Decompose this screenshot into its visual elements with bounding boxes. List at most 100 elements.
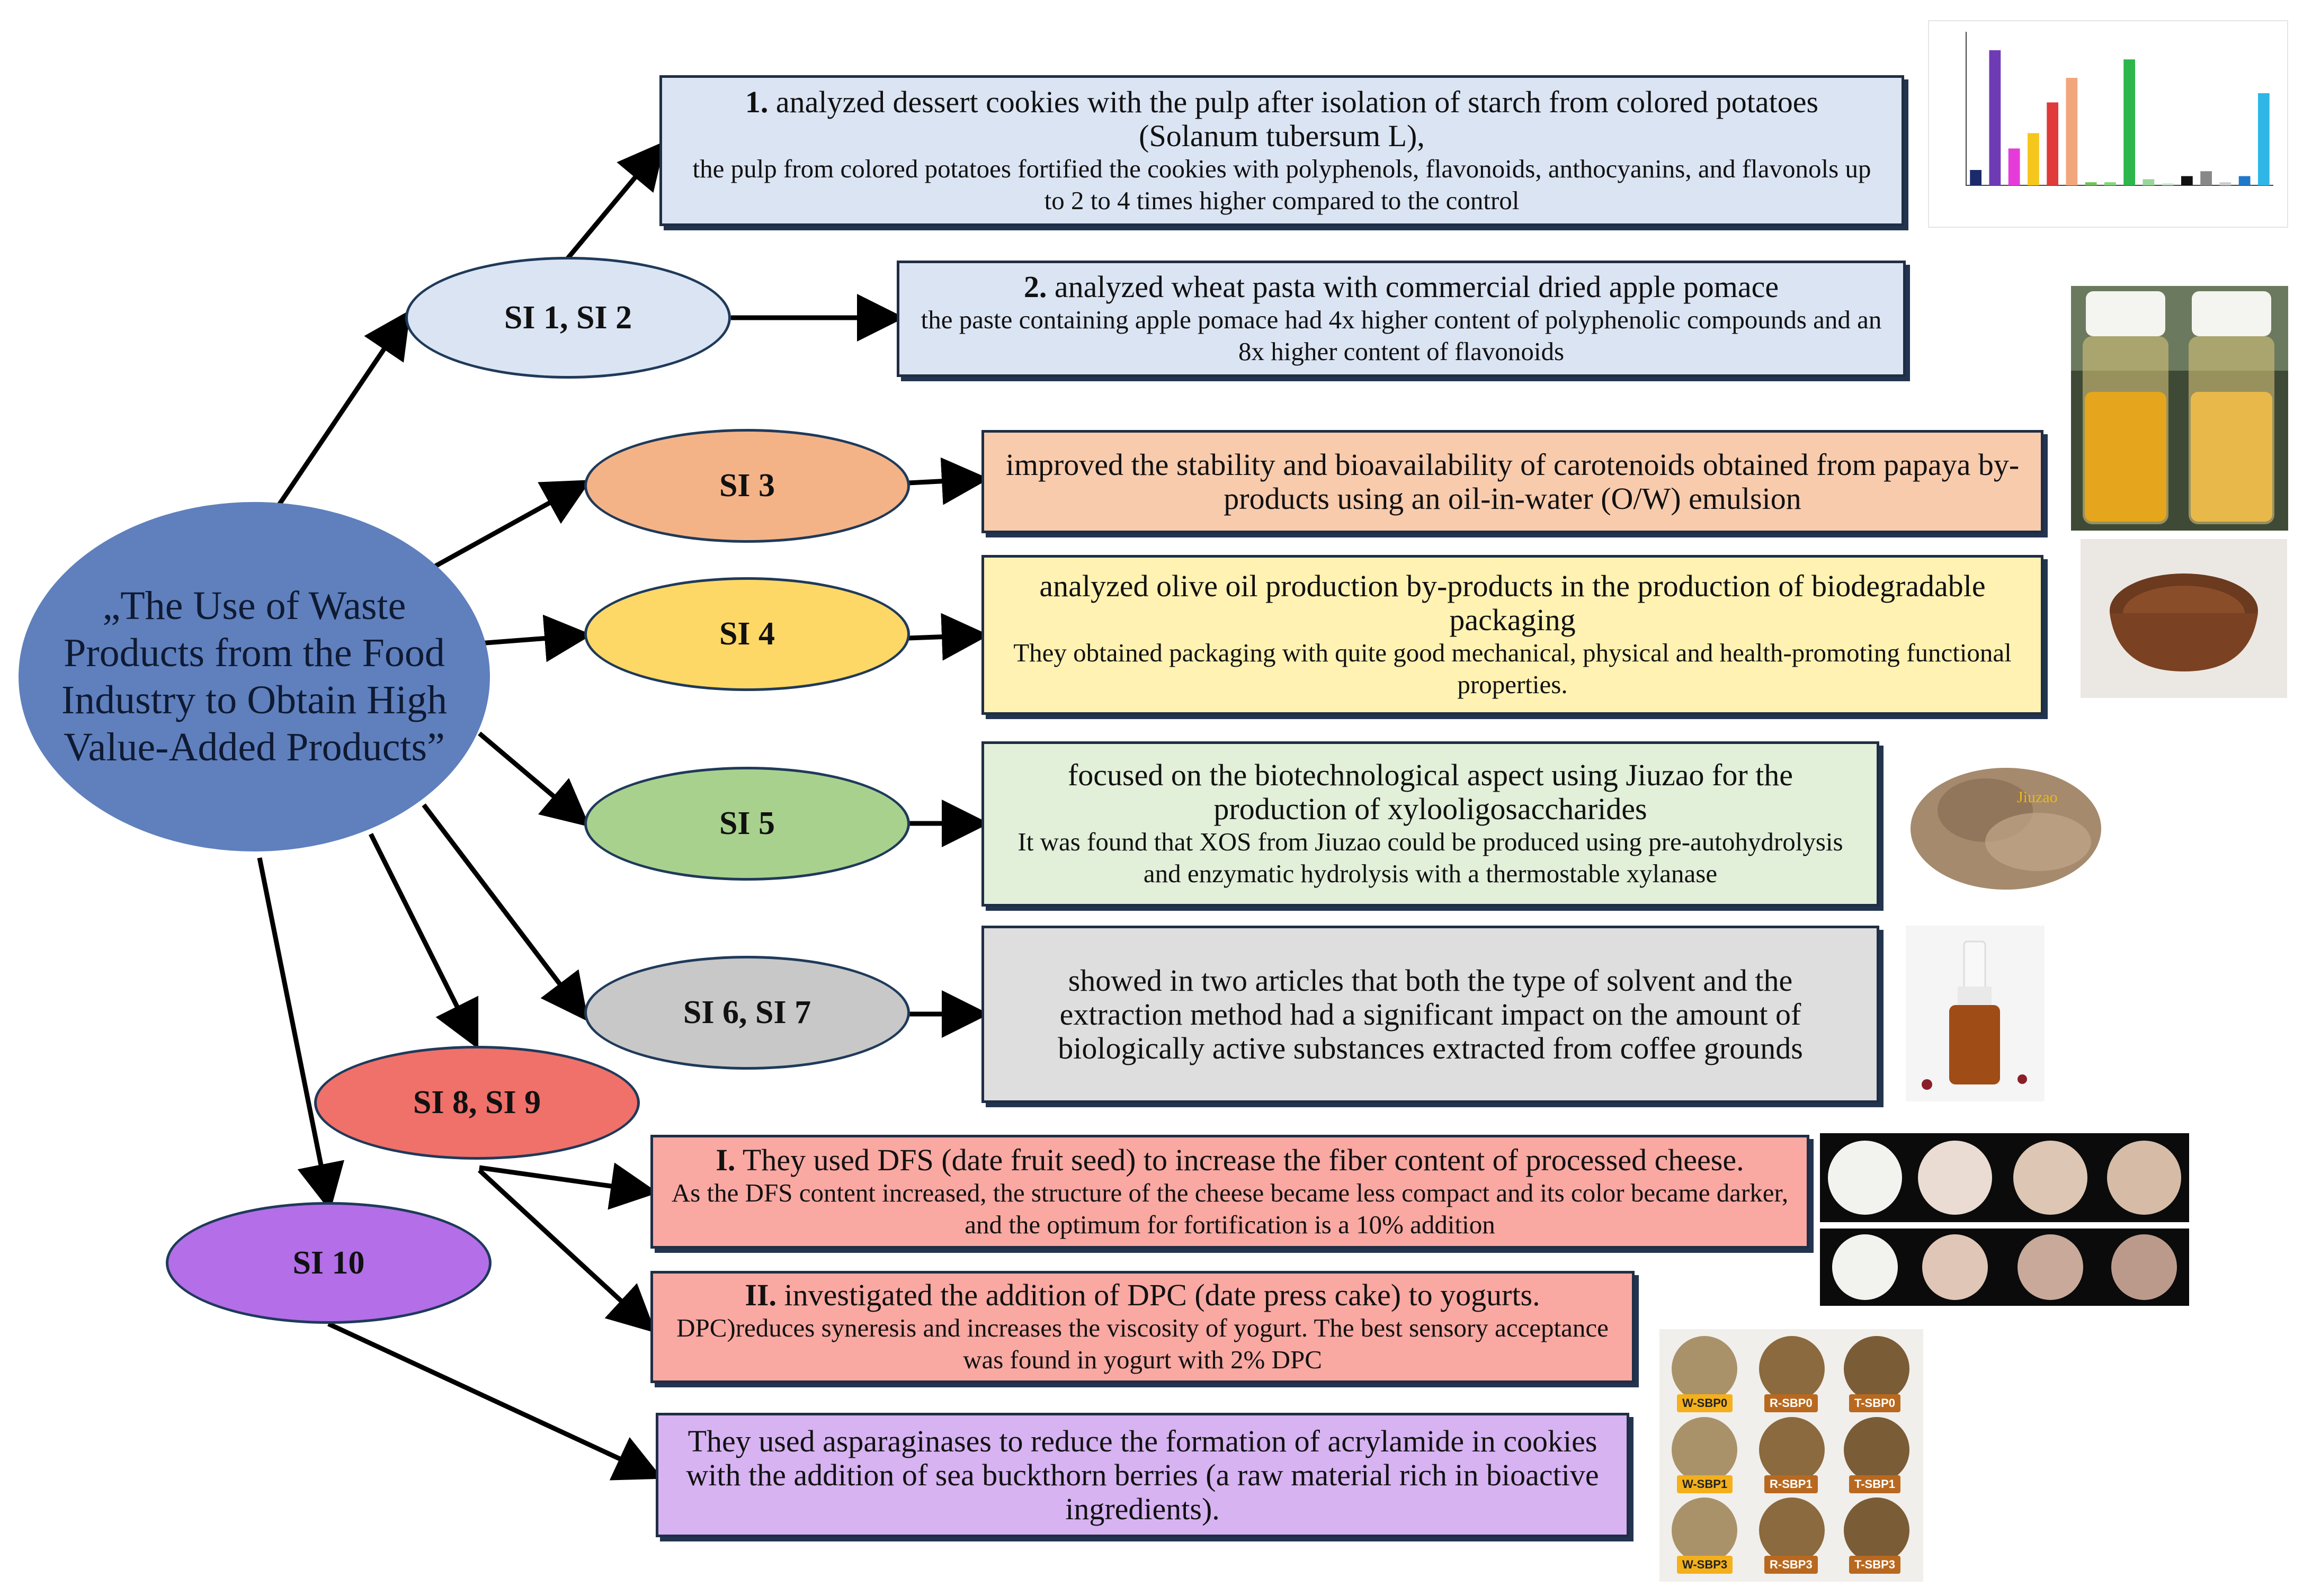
cookie-sample-label: W-SBP3 xyxy=(1677,1556,1733,1574)
node-si3: SI 3 xyxy=(584,429,910,543)
mini-chart-bar xyxy=(2162,183,2174,185)
arrow-si12-b1 xyxy=(565,141,666,261)
box-si8-detail: As the DFS content increased, the struct… xyxy=(671,1178,1789,1239)
mini-chart-bar xyxy=(2123,59,2135,185)
box-si6-coffee: showed in two articles that both the typ… xyxy=(981,926,1879,1103)
box-si3-papaya: improved the stability and bioavailabili… xyxy=(981,430,2043,533)
arrow-main-si3 xyxy=(409,480,591,582)
node-si5: SI 5 xyxy=(584,767,910,881)
arrow-si89-b9 xyxy=(477,1168,656,1333)
mini-chart-bar xyxy=(2104,182,2116,185)
cookie-sample-label: W-SBP1 xyxy=(1677,1475,1733,1493)
photo-cheese-cups-bottom xyxy=(1820,1229,2189,1306)
cookie-sample xyxy=(1672,1336,1737,1402)
box-si1-heading: 1. analyzed dessert cookies with the pul… xyxy=(683,85,1880,153)
bowl-illustration xyxy=(2081,539,2287,698)
photo-jiuzao: Jiuzao xyxy=(1906,731,2106,892)
mini-chart-bar xyxy=(2008,148,2020,185)
mini-bar-chart-svg xyxy=(1966,32,2273,186)
node-si10: SI 10 xyxy=(166,1202,492,1324)
arrow-main-si10 xyxy=(257,857,345,1212)
mini-chart-bar xyxy=(2047,102,2058,185)
cookie-sample xyxy=(1759,1417,1825,1483)
arrow-main-si67 xyxy=(422,803,588,1022)
mini-chart-bar xyxy=(2085,182,2097,185)
box-si10-asparaginase: They used asparaginases to reduce the fo… xyxy=(656,1413,1629,1537)
cheese-cups-bottom-illustration xyxy=(1820,1229,2189,1306)
cookie-sample-label: T-SBP0 xyxy=(1849,1394,1901,1412)
box-si9-heading-text: investigated the addition of DPC (date p… xyxy=(784,1278,1540,1312)
photo-olive-packaging-bowl xyxy=(2081,539,2287,698)
mini-chart-bar xyxy=(2028,133,2039,185)
photo-papaya-emulsion-vials xyxy=(2071,286,2288,531)
box-si9-yogurt: II. investigated the addition of DPC (da… xyxy=(650,1271,1635,1383)
box-si9-number: II. xyxy=(745,1278,777,1312)
cookie-sample xyxy=(1844,1336,1909,1402)
cookie-sample xyxy=(1759,1498,1825,1563)
mini-chart-bar xyxy=(1989,50,2001,185)
box-si2-heading-text: analyzed wheat pasta with commercial dri… xyxy=(1054,270,1779,304)
box-si2-pasta: 2. analyzed wheat pasta with commercial … xyxy=(897,261,1906,377)
cookie-sample-label: T-SBP1 xyxy=(1849,1475,1901,1493)
box-si3-text: improved the stability and bioavailabili… xyxy=(1005,447,2020,516)
cookie-sample-label: W-SBP0 xyxy=(1677,1394,1733,1412)
box-si10-text: They used asparaginases to reduce the fo… xyxy=(686,1423,1599,1526)
node-si4: SI 4 xyxy=(584,577,910,691)
arrow-main-si5 xyxy=(478,731,590,827)
mini-chart-bar xyxy=(2219,182,2231,185)
arrow-si3-b3 xyxy=(908,457,989,505)
jiuzao-photo-label: Jiuzao xyxy=(2017,788,2058,806)
arrow-main-si4 xyxy=(479,614,592,662)
node-si3-label: SI 3 xyxy=(719,468,775,504)
figure-polyphenol-bar-chart xyxy=(1928,20,2288,228)
central-topic-text: „The Use of Waste Products from the Food… xyxy=(61,584,448,769)
box-si4-detail: They obtained packaging with quite good … xyxy=(1013,638,2012,699)
box-si2-heading: 2. analyzed wheat pasta with commercial … xyxy=(1024,270,1779,304)
vials-illustration xyxy=(2071,286,2288,531)
box-si2-detail: the paste containing apple pomace had 4x… xyxy=(921,305,1882,366)
box-si6-text: showed in two articles that both the typ… xyxy=(1058,963,1803,1065)
node-si6-si7-label: SI 6, SI 7 xyxy=(683,994,811,1030)
box-si9-heading: II. investigated the addition of DPC (da… xyxy=(745,1278,1540,1312)
box-si5-jiuzao: focused on the biotechnological aspect u… xyxy=(981,741,1879,907)
node-si10-label: SI 10 xyxy=(292,1244,365,1281)
central-topic-node: „The Use of Waste Products from the Food… xyxy=(19,502,490,851)
cookie-sample-label: R-SBP0 xyxy=(1764,1394,1818,1412)
box-si8-number: I. xyxy=(716,1142,736,1177)
cookie-sample-label: T-SBP3 xyxy=(1849,1556,1901,1574)
arrow-si89-b8 xyxy=(479,1162,658,1210)
arrow-si10-b10 xyxy=(327,1321,663,1481)
box-si4-olive: analyzed olive oil production by-product… xyxy=(981,555,2043,715)
node-si8-si9: SI 8, SI 9 xyxy=(314,1046,640,1160)
node-si4-label: SI 4 xyxy=(719,616,775,652)
cookie-sample xyxy=(1672,1417,1737,1483)
arrow-main-si89 xyxy=(368,832,479,1050)
box-si1-number: 1. xyxy=(745,84,769,119)
cookie-sample xyxy=(1759,1336,1825,1402)
box-si8-heading-text: They used DFS (date fruit seed) to incre… xyxy=(742,1142,1744,1177)
mini-chart-bar xyxy=(2181,176,2193,185)
bottle-illustration xyxy=(1906,926,2045,1101)
photo-coffee-extract-bottle xyxy=(1906,926,2045,1101)
cookie-sample xyxy=(1844,1498,1909,1563)
mini-chart-bar xyxy=(2258,93,2270,185)
cookie-sample-label: R-SBP3 xyxy=(1764,1556,1818,1574)
cookie-sample-label: R-SBP1 xyxy=(1764,1475,1818,1493)
box-si5-detail: It was found that XOS from Jiuzao could … xyxy=(1017,827,1843,888)
cookie-sample xyxy=(1844,1417,1909,1483)
arrow-si4-b4 xyxy=(908,613,989,661)
cookie-sample xyxy=(1672,1498,1737,1563)
mini-chart-bar xyxy=(1970,170,1981,185)
node-si8-si9-label: SI 8, SI 9 xyxy=(413,1084,541,1120)
box-si2-number: 2. xyxy=(1023,270,1047,304)
mini-chart-bar xyxy=(2066,78,2078,185)
box-si9-detail: DPC)reduces syneresis and increases the … xyxy=(676,1313,1609,1374)
cheese-cups-illustration xyxy=(1820,1133,2189,1222)
box-si1-detail: the pulp from colored potatoes fortified… xyxy=(692,154,1871,215)
box-si8-heading: I. They used DFS (date fruit seed) to in… xyxy=(716,1143,1744,1177)
node-si1-si2: SI 1, SI 2 xyxy=(405,257,731,379)
node-si1-si2-label: SI 1, SI 2 xyxy=(504,299,632,336)
jiuzao-illustration xyxy=(1906,731,2106,892)
